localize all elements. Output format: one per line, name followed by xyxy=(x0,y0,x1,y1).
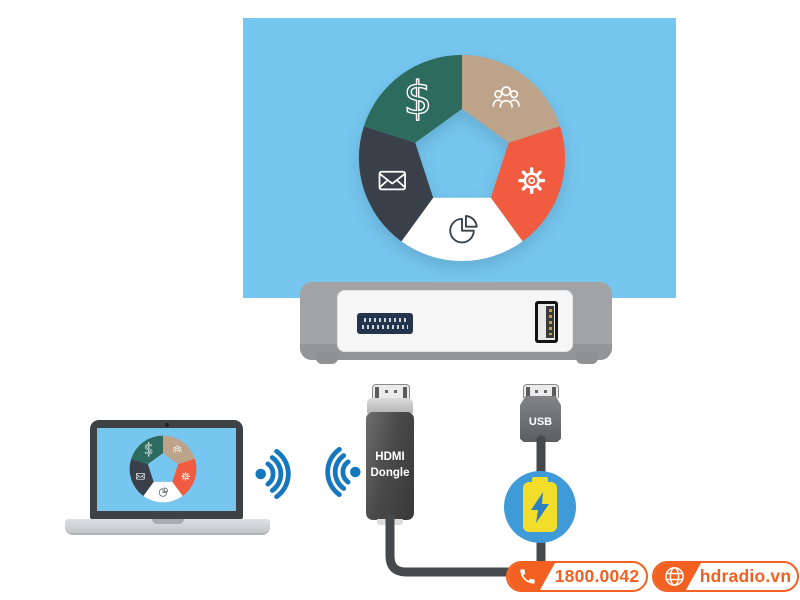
hotline-button[interactable]: 1800.0042 xyxy=(506,561,648,592)
projector-rear-panel xyxy=(337,290,573,352)
webcam-icon xyxy=(164,423,169,427)
hdmi-port xyxy=(357,313,413,334)
hdmi-dongle: HDMI Dongle xyxy=(366,412,414,520)
phone-icon xyxy=(520,569,535,584)
globe-icon xyxy=(665,567,684,586)
hdmi-cable xyxy=(385,513,523,577)
projector-foot xyxy=(576,352,598,364)
website-icon-panel xyxy=(654,563,701,590)
hotline-label: 1800.0042 xyxy=(554,566,640,586)
wifi-signal-icon xyxy=(255,448,291,500)
usb-plug-icon xyxy=(523,384,559,398)
dongle-collar xyxy=(367,398,413,413)
usb-port xyxy=(535,301,558,343)
dongle-label-line2: Dongle xyxy=(370,467,410,479)
laptop-base xyxy=(65,519,270,535)
hdmi-plug-pins xyxy=(385,390,388,393)
dongle-cap xyxy=(377,519,403,525)
website-label: hdradio.vn xyxy=(699,566,792,586)
battery-charging-icon xyxy=(504,471,576,543)
hotline-icon-panel xyxy=(508,563,555,590)
laptop-notch xyxy=(152,519,184,524)
usb-label: USB xyxy=(528,416,553,428)
projector xyxy=(300,282,612,364)
website-button[interactable]: hdradio.vn xyxy=(652,561,799,592)
process-wheel xyxy=(357,53,567,263)
dongle-label-line1: HDMI xyxy=(375,451,405,464)
projector-foot xyxy=(316,352,338,364)
usb-cable-plug: USB xyxy=(520,396,561,442)
wifi-signal-icon xyxy=(325,446,361,498)
usb-plug-pins xyxy=(535,389,538,393)
hdmi-plug-icon xyxy=(372,384,410,399)
dongle-label: HDMI Dongle xyxy=(371,450,410,481)
laptop-screen-wheel xyxy=(129,435,197,503)
usb-port-pins xyxy=(549,309,552,335)
